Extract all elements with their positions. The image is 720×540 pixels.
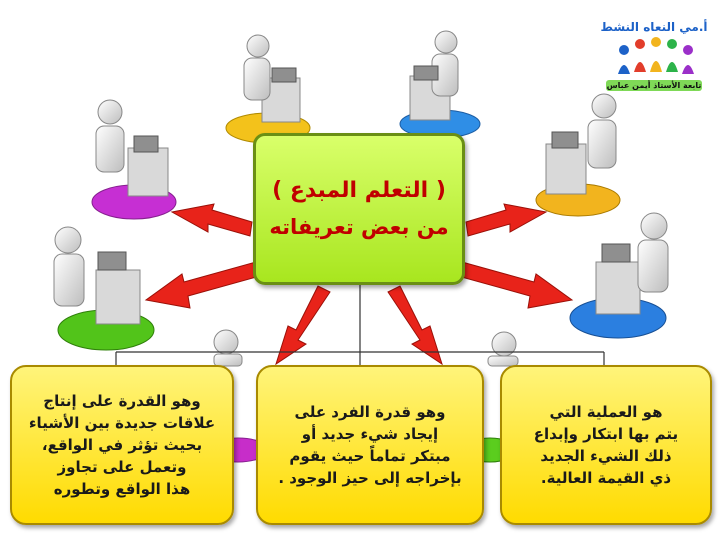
definition-box-middle: وهو قدرة الفرد على إيجاد شيء جديد أو مبت… bbox=[256, 365, 484, 525]
laptop bbox=[413, 65, 439, 81]
desk bbox=[545, 143, 587, 195]
person-body bbox=[637, 239, 669, 293]
definition-line: بإخراجه إلى حيز الوجود . bbox=[278, 469, 462, 487]
laptop bbox=[97, 251, 127, 271]
definition-line: هو العملية التي bbox=[549, 403, 663, 421]
arrows bbox=[144, 203, 574, 366]
definition-box-left: وهو القدرة على إنتاج علاقات جديدة بين ال… bbox=[10, 365, 234, 525]
person-body bbox=[53, 253, 85, 307]
definition-line: علاقات جديدة بين الأشياء bbox=[28, 414, 216, 432]
desk bbox=[595, 261, 641, 315]
person-head bbox=[54, 226, 82, 254]
figures-icon bbox=[618, 37, 694, 74]
person-head bbox=[434, 30, 458, 54]
laptop bbox=[133, 135, 159, 153]
laptop bbox=[601, 243, 631, 263]
definition-box-right: هو العملية التي يتم بها ابتكار وإبداع ذل… bbox=[500, 365, 712, 525]
person-head bbox=[97, 99, 123, 125]
person-head bbox=[246, 34, 270, 58]
center-subtitle: من بعض تعريفاته bbox=[269, 215, 449, 239]
arrow-lower-left bbox=[144, 261, 261, 309]
workstation-top-left bbox=[225, 34, 311, 144]
person-body bbox=[213, 353, 243, 367]
definition-line: ذلك الشيء الجديد bbox=[540, 447, 672, 465]
laptop bbox=[551, 131, 579, 149]
logo-caption: تابعة الأستاذ أيمن عباس bbox=[606, 80, 702, 91]
definition-line: مبتكر تماماً حيث يقوم bbox=[289, 447, 451, 465]
definition-line: هذا الواقع وتطوره bbox=[53, 480, 191, 498]
definition-line: إيجاد شيء جديد أو bbox=[301, 425, 439, 443]
workstation-mid-right bbox=[535, 93, 621, 217]
arrow-lower-right bbox=[457, 261, 574, 309]
workstation-lower-right bbox=[569, 212, 669, 339]
arrow-bottom-left bbox=[275, 285, 331, 366]
workstation-lower-left bbox=[53, 226, 155, 351]
desk bbox=[127, 147, 169, 197]
arrow-upper-left bbox=[170, 203, 253, 237]
definition-line: ذي القيمة العالية. bbox=[540, 469, 672, 487]
logo-title: أ.مي النعاه النشط bbox=[600, 20, 708, 34]
workstation-top-right bbox=[399, 30, 481, 139]
definition-line: وهو قدرة الفرد على bbox=[294, 403, 446, 421]
person-head bbox=[640, 212, 668, 240]
desk bbox=[95, 269, 141, 325]
center-concept-box: ( التعلم المبدع ) من بعض تعريفاته bbox=[253, 133, 465, 285]
connector-lines bbox=[115, 285, 605, 366]
workstation-mid-left bbox=[91, 99, 177, 220]
person-body bbox=[95, 125, 125, 173]
person-body bbox=[243, 57, 271, 101]
definition-line: بحيث تؤثر في الواقع، bbox=[41, 436, 203, 454]
definition-line: وهو القدرة على إنتاج bbox=[43, 392, 201, 410]
person-head bbox=[213, 329, 239, 355]
person-body bbox=[587, 119, 617, 169]
person-body bbox=[487, 355, 519, 367]
definition-line: يتم بها ابتكار وإبداع bbox=[533, 425, 679, 443]
laptop bbox=[271, 67, 297, 83]
arrow-upper-right bbox=[465, 203, 548, 237]
arrow-bottom-right bbox=[387, 285, 443, 366]
person-head bbox=[591, 93, 617, 119]
center-title: ( التعلم المبدع ) bbox=[272, 178, 446, 203]
definition-line: وتعمل على تجاوز bbox=[57, 458, 187, 476]
